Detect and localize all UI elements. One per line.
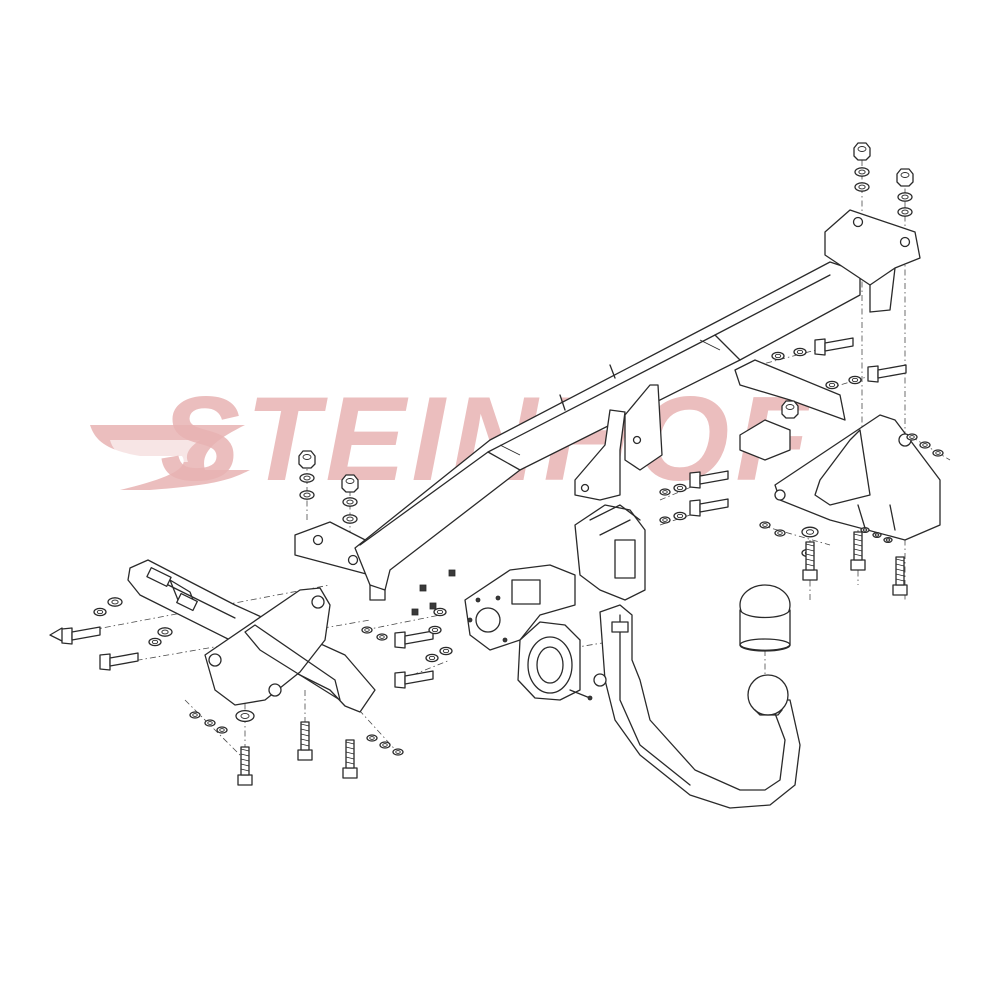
fastener-set <box>49 142 944 786</box>
tow-neck-arm <box>599 604 801 809</box>
socket-hole <box>475 607 501 633</box>
small-nut <box>419 584 427 592</box>
washer <box>428 625 442 635</box>
bolt-head <box>814 338 826 356</box>
washer <box>854 182 870 192</box>
washer <box>906 433 918 441</box>
bolt-shank <box>71 626 101 641</box>
washer <box>860 526 870 534</box>
washer <box>854 167 870 177</box>
right-side-bracket <box>734 359 941 541</box>
bolt-head <box>297 749 313 761</box>
washer <box>392 748 404 756</box>
washer <box>919 441 931 449</box>
washer <box>107 597 123 607</box>
washer <box>932 449 944 457</box>
bolt-head <box>394 671 406 689</box>
washer <box>774 529 786 537</box>
bolt-shank <box>877 364 907 379</box>
main-crossbar-beam <box>294 209 921 601</box>
bolt-shank <box>824 337 854 352</box>
washer <box>771 351 785 361</box>
washer <box>93 607 107 617</box>
small-nut <box>411 608 419 616</box>
bolt-head <box>394 631 406 649</box>
beam-hanger-right <box>624 384 663 471</box>
tow-ball <box>747 674 789 716</box>
tow-ball-neck <box>593 604 801 809</box>
left-side-bracket <box>127 559 376 713</box>
washer <box>673 483 687 493</box>
bolt-head <box>850 559 866 571</box>
washer <box>897 192 913 202</box>
washer <box>366 734 378 742</box>
washer <box>439 646 453 656</box>
ball-cap <box>739 584 791 652</box>
bolt-head <box>892 584 908 596</box>
washer <box>897 207 913 217</box>
washer <box>157 627 173 637</box>
washer <box>361 626 373 634</box>
washer <box>659 516 671 524</box>
release-knob <box>593 673 607 687</box>
washer <box>425 653 439 663</box>
washer <box>433 607 447 617</box>
right-side-rail <box>734 359 846 421</box>
beam-hanger-left <box>574 409 626 501</box>
bolt-head <box>802 569 818 581</box>
washer <box>342 514 358 524</box>
bolt-head <box>867 365 879 383</box>
washer <box>299 473 315 483</box>
bolt-head <box>99 653 111 671</box>
washer <box>848 375 862 385</box>
bolt-shank <box>404 630 434 645</box>
right-beam-end-plate <box>824 209 921 313</box>
washer <box>883 536 893 544</box>
washer <box>793 347 807 357</box>
bolt-shank <box>109 652 139 667</box>
washer <box>204 719 216 727</box>
bolt-head <box>342 767 358 779</box>
washer <box>216 726 228 734</box>
washer <box>673 511 687 521</box>
washer <box>376 633 388 641</box>
washer <box>379 741 391 749</box>
washer <box>235 709 255 723</box>
washer <box>148 637 162 647</box>
watermark-swoosh-logo <box>90 425 250 490</box>
washer <box>872 531 882 539</box>
washer <box>801 526 819 538</box>
washer <box>659 488 671 496</box>
bolt-head <box>689 499 701 517</box>
electrical-socket <box>517 621 593 701</box>
washer <box>189 711 201 719</box>
right-mount-plate <box>774 414 941 541</box>
washer <box>299 490 315 500</box>
bolt-shank <box>404 670 434 685</box>
bolt-shank <box>699 470 729 485</box>
small-nut <box>448 569 456 577</box>
washer <box>342 497 358 507</box>
washer <box>825 380 839 390</box>
bolt-shank <box>699 498 729 513</box>
left-mount-plate <box>204 587 331 706</box>
bolt-head <box>61 627 73 645</box>
bolt-head <box>689 471 701 489</box>
bolt-head <box>237 774 253 786</box>
socket-bracket <box>464 504 646 651</box>
washer <box>759 521 771 529</box>
small-nut <box>429 602 437 610</box>
